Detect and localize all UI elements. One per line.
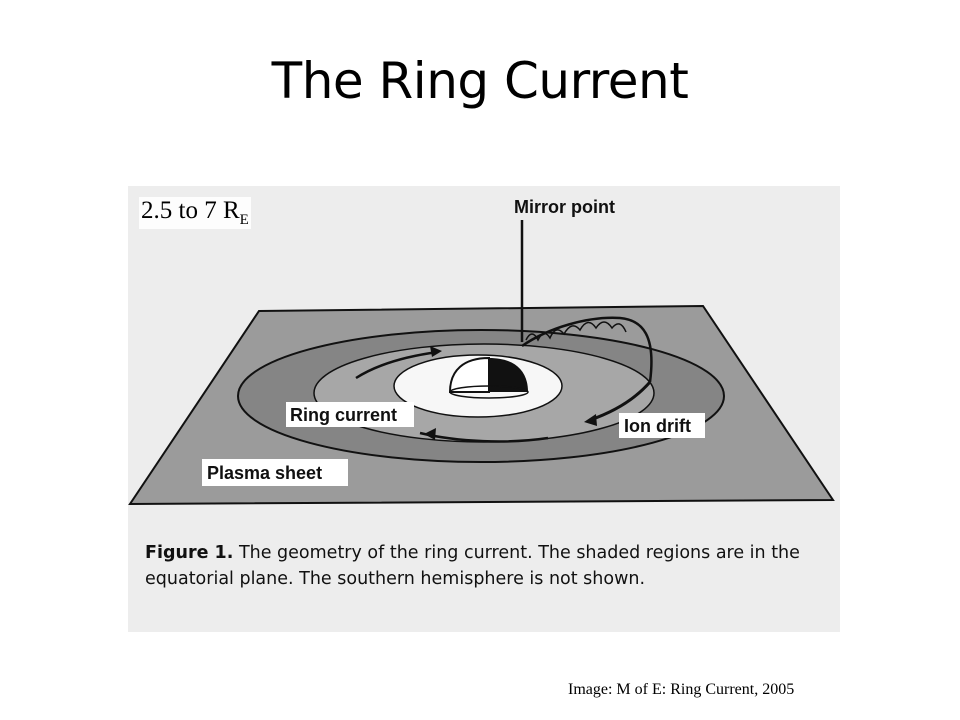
figure-caption: Figure 1. The geometry of the ring curre… [145, 540, 835, 592]
ion-drift-label: Ion drift [624, 416, 691, 436]
slide-title: The Ring Current [271, 52, 689, 110]
ring-current-arrow-top [355, 350, 439, 380]
caption-prefix: Figure 1. [145, 543, 234, 563]
scanned-figure: Mirror point Ring current Ion drift Plas… [128, 186, 840, 632]
ion-gyration [525, 321, 627, 342]
mirror-point-label: Mirror point [514, 197, 615, 217]
plasma-sheet-label: Plasma sheet [207, 463, 322, 483]
caption-text: The geometry of the ring current. The sh… [145, 543, 800, 589]
range-text: 2.5 to 7 R [141, 197, 240, 224]
range-subscript: E [239, 212, 249, 228]
image-credit: Image: M of E: Ring Current, 2005 [568, 681, 795, 698]
radial-range-label: 2.5 to 7 RE [139, 197, 251, 229]
ion-drift-arrow [589, 381, 652, 422]
ring-current-label: Ring current [290, 405, 397, 425]
ring-current-diagram: Mirror point Ring current Ion drift Plas… [128, 197, 835, 506]
ion-trajectory [521, 316, 653, 383]
earth-hemisphere [448, 356, 529, 399]
